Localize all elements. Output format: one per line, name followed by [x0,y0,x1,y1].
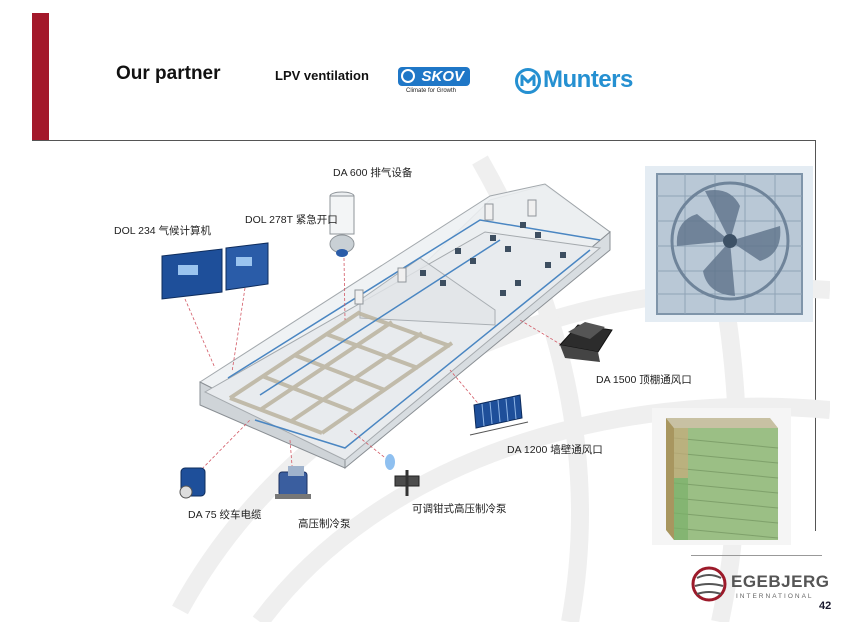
label-dol234: DOL 234 气候计算机 [114,225,212,237]
label-nozzle: 可调钳式高压制冷泵 [412,503,507,515]
content-frame-right [815,141,816,531]
nozzle-icon [385,454,420,496]
cooling-pad-image [652,408,791,545]
page-title: Our partner [116,63,221,84]
da75-winch-icon [179,467,206,499]
skov-tagline: Climate for Growth [406,88,457,94]
egebjerg-logo: EGEBJERG INTERNATIONAL [691,555,829,611]
da1500-ceiling-vent-icon [559,322,613,362]
skov-logo-box: SKOV [398,67,470,86]
label-dol278t: DOL 278T 紧急开口 [245,214,338,226]
page-number: 42 [819,600,832,612]
skov-logo-text: SKOV [421,68,464,85]
dol234-controller-icon [161,242,269,300]
header-divider [32,140,816,141]
egebjerg-wordmark: EGEBJERG [731,572,830,591]
pump-icon [275,466,311,499]
label-da1500: DA 1500 顶棚通风口 [596,374,692,386]
egebjerg-subtext: INTERNATIONAL [736,593,814,600]
skov-mark-icon [401,69,415,83]
exhaust-fan-image [645,166,813,322]
da1200-wall-vent-icon [469,394,529,436]
lpv-label: LPV ventilation [275,68,369,83]
accent-bar [32,13,49,140]
munters-mark-icon [515,68,541,94]
label-da1200: DA 1200 墙壁通风口 [507,444,603,456]
munters-wordmark: Munters [543,66,633,93]
label-da600: DA 600 排气设备 [333,167,413,179]
skov-logo: SKOV Climate for Growth [398,67,471,97]
label-da75: DA 75 绞车电缆 [188,509,262,521]
da600-exhaust-icon [329,191,355,257]
label-pump: 高压制冷泵 [298,518,351,530]
egebjerg-globe-icon [691,566,727,602]
